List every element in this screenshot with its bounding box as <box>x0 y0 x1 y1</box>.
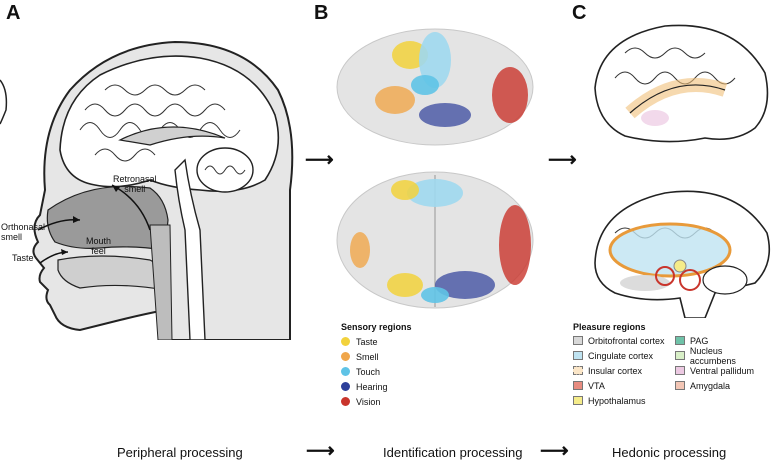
arrow-a-to-b: ⟶ <box>305 149 334 171</box>
legend-label: Insular cortex <box>588 365 643 376</box>
ventral-pallidum-swatch <box>675 366 685 375</box>
nucleus-accumbens-swatch <box>675 351 685 360</box>
pleasure-legend-item: Amygdala <box>675 378 770 393</box>
orbitofrontal-swatch <box>573 336 583 345</box>
sensory-legend-title: Sensory regions <box>341 322 412 332</box>
legend-label: Hypothalamus <box>588 395 646 406</box>
pag-swatch <box>675 336 685 345</box>
panel-a-letter: A <box>6 2 21 24</box>
vta-swatch <box>573 381 583 390</box>
legend-label: Touch <box>356 366 381 377</box>
pleasure-legend-item: Hypothalamus <box>573 393 675 408</box>
pleasure-legend-item: Ventral pallidum <box>675 363 770 378</box>
pleasure-legend: Pleasure regions Orbitofrontal cortex Ci… <box>573 322 770 408</box>
sensory-legend-item: Vision <box>341 394 412 409</box>
arrow-b-to-c: ⟶ <box>548 149 577 171</box>
pleasure-legend-item: Nucleus accumbens <box>675 345 770 366</box>
sensory-legend-item: Smell <box>341 349 412 364</box>
caption-arrow-a-to-b: ⟶ <box>306 440 335 462</box>
caption-arrow-b-to-c: ⟶ <box>540 440 569 462</box>
legend-label: Nucleus accumbens <box>689 345 736 366</box>
vision-swatch <box>341 397 350 406</box>
retronasal-smell-label: Retronasal smell <box>113 174 157 194</box>
legend-label: Smell <box>356 351 379 362</box>
orthonasal-smell-label: Orthonasal smell <box>1 222 46 242</box>
cingulate-swatch <box>573 351 583 360</box>
legend-label: PAG <box>690 335 709 346</box>
panel-c-caption: Hedonic processing <box>612 445 727 460</box>
taste-swatch <box>341 337 350 346</box>
sensory-legend-item: Taste <box>341 334 412 349</box>
insular-swatch <box>573 366 583 375</box>
panel-c-letter: C <box>572 2 587 24</box>
sensory-legend-item: Touch <box>341 364 412 379</box>
legend-label: VTA <box>588 380 605 391</box>
pleasure-legend-item: Orbitofrontal cortex <box>573 333 675 348</box>
pleasure-brain-illustrations <box>594 24 771 318</box>
legend-label: Cingulate cortex <box>588 350 654 361</box>
pleasure-legend-item: VTA <box>573 378 675 393</box>
amygdala-swatch <box>675 381 685 390</box>
legend-label: Taste <box>356 336 378 347</box>
taste-label: Taste <box>12 253 34 263</box>
touch-swatch <box>341 367 350 376</box>
legend-label: Ventral pallidum <box>690 365 755 376</box>
legend-label: Amygdala <box>690 380 731 391</box>
pleasure-legend-item: Insular cortex <box>573 363 675 378</box>
hearing-swatch <box>341 382 350 391</box>
panel-a-caption: Peripheral processing <box>117 445 243 460</box>
panel-b-letter: B <box>314 2 329 24</box>
sensory-brain-renders <box>336 28 534 309</box>
smell-swatch <box>341 352 350 361</box>
legend-label: Vision <box>356 396 381 407</box>
panel-b-caption: Identification processing <box>383 445 523 460</box>
legend-label: Orbitofrontal cortex <box>588 335 665 346</box>
legend-label: Hearing <box>356 381 388 392</box>
pleasure-legend-item: Cingulate cortex <box>573 348 675 363</box>
sensory-legend-item: Hearing <box>341 379 412 394</box>
pleasure-legend-item: PAG <box>675 333 770 348</box>
pleasure-legend-title: Pleasure regions <box>573 322 646 332</box>
hypothalamus-swatch <box>573 396 583 405</box>
mouth-feel-label: Mouth feel <box>86 236 112 256</box>
head-cross-section-illustration <box>0 40 294 340</box>
sensory-legend: Sensory regions Taste Smell Touch Hearin… <box>341 322 412 409</box>
